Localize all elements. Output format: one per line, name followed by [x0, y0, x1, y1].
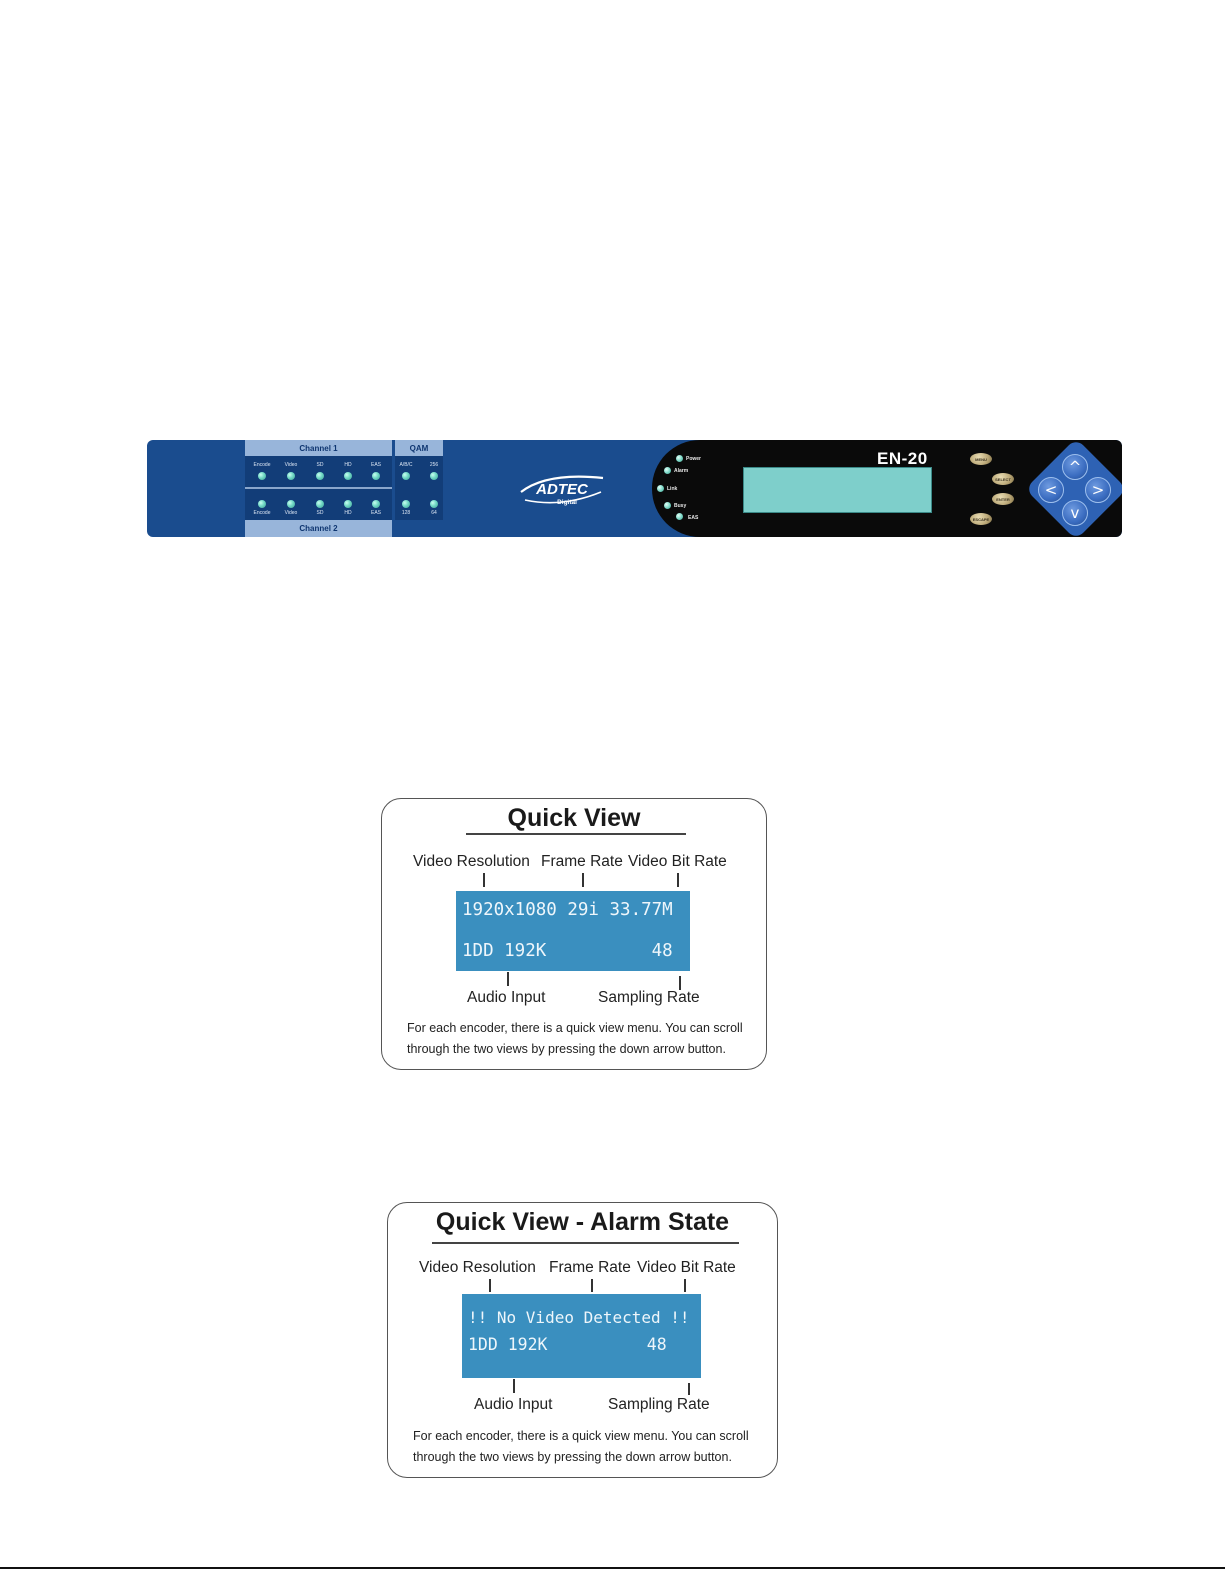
frame-rate-label: Frame Rate: [549, 1259, 631, 1276]
alarm-label: Alarm: [674, 468, 689, 474]
ch1-led-label: Video: [284, 462, 298, 468]
link-label: Link: [667, 486, 678, 492]
ch2-encode-led: [258, 500, 266, 508]
qam-led-label: 128: [401, 510, 411, 516]
right-arrow-button[interactable]: >: [1085, 477, 1111, 503]
description-line-1: For each encoder, there is a quick view …: [407, 1021, 743, 1035]
ch2-hd-led: [344, 500, 352, 508]
lcd-line-2: 1DD 192K 48: [468, 1335, 667, 1354]
ch1-led-label: Encode: [253, 462, 271, 468]
ch1-led-label: SD: [316, 462, 324, 468]
sampling-rate-tick: [679, 976, 681, 990]
menu-button[interactable]: MENU: [970, 453, 992, 465]
alarm-view-box: Quick View - Alarm State Video Resolutio…: [387, 1202, 778, 1478]
description-line-2: through the two views by pressing the do…: [413, 1450, 732, 1464]
title-underline: [466, 833, 686, 835]
video-bit-rate-label: Video Bit Rate: [637, 1259, 736, 1276]
eas-label: EAS: [688, 515, 699, 521]
adtec-logo: ADTEC Digital: [520, 475, 604, 506]
video-bit-rate-label: Video Bit Rate: [628, 853, 727, 870]
audio-input-label: Audio Input: [474, 1396, 553, 1413]
frame-rate-tick: [582, 873, 584, 887]
audio-input-label: Audio Input: [467, 989, 546, 1006]
alarm-view-title: Quick View - Alarm State: [435, 1208, 730, 1236]
power-label: Power: [686, 456, 702, 462]
logo-wordmark: ADTEC: [535, 481, 589, 498]
bit-rate-tick: [677, 873, 679, 887]
panel-lcd-display: [743, 467, 932, 513]
frame-rate-label: Frame Rate: [541, 853, 623, 870]
ch2-led-label: SD: [316, 510, 324, 516]
power-led: [676, 455, 683, 462]
alarm-led: [664, 467, 671, 474]
busy-label: Busy: [674, 503, 687, 509]
qam-led-area: [395, 456, 443, 520]
up-arrow-button[interactable]: ^: [1062, 454, 1088, 480]
qam-abc-led: [402, 472, 410, 480]
escape-button[interactable]: ESCAPE: [970, 513, 992, 525]
ch2-led-label: HD: [344, 510, 352, 516]
description-line-2: through the two views by pressing the do…: [407, 1042, 726, 1056]
video-resolution-label: Video Resolution: [419, 1259, 536, 1276]
qam-64-led: [430, 500, 438, 508]
ch2-video-led: [287, 500, 295, 508]
audio-input-tick: [507, 972, 509, 986]
logo-subtext: Digital: [557, 499, 577, 506]
lcd-line-1: 1920x1080 29i 33.77M: [462, 900, 673, 920]
ch2-sd-led: [316, 500, 324, 508]
lcd-line-1: !! No Video Detected !!: [468, 1308, 690, 1327]
eas-led: [676, 513, 683, 520]
resolution-tick: [483, 873, 485, 887]
ch1-led-label: HD: [344, 462, 352, 468]
description-line-1: For each encoder, there is a quick view …: [413, 1429, 749, 1443]
channel-divider: [245, 487, 392, 489]
resolution-tick: [489, 1279, 491, 1292]
sampling-rate-label: Sampling Rate: [608, 1396, 710, 1413]
qam-band: QAM: [395, 440, 443, 456]
quick-view-box: Quick View Video Resolution Frame Rate V…: [381, 798, 767, 1070]
lcd-line-2: 1DD 192K 48: [462, 941, 673, 961]
qam-led-label: A/B/C: [399, 462, 413, 468]
en20-front-panel: Channel 1 QAM Channel 2 Encode Video SD …: [147, 440, 1122, 537]
qam-led-label: 64: [431, 510, 437, 516]
frame-rate-tick: [591, 1279, 593, 1292]
ch1-hd-led: [344, 472, 352, 480]
qam-128-led: [402, 500, 410, 508]
channel2-band: Channel 2: [245, 520, 392, 537]
page-bottom-rule: [0, 1567, 1225, 1569]
ch1-encode-led: [258, 472, 266, 480]
quick-view-title: Quick View: [507, 804, 641, 832]
alarm-view-lcd: !! No Video Detected !! 1DD 192K 48: [462, 1294, 701, 1378]
busy-led: [664, 502, 671, 509]
ch1-eas-led: [372, 472, 380, 480]
model-name: EN-20: [877, 449, 928, 468]
qam-led-label: 256: [429, 462, 439, 468]
ch2-led-label: Video: [284, 510, 298, 516]
down-arrow-button[interactable]: v: [1062, 500, 1088, 526]
sampling-rate-tick: [688, 1383, 690, 1395]
ch1-led-label: EAS: [370, 462, 381, 468]
ch2-led-label: EAS: [370, 510, 381, 516]
quick-view-lcd: 1920x1080 29i 33.77M 1DD 192K 48: [456, 891, 690, 971]
select-button[interactable]: SELECT: [992, 473, 1014, 485]
ch1-sd-led: [316, 472, 324, 480]
enter-button[interactable]: ENTER: [992, 493, 1014, 505]
qam-256-led: [430, 472, 438, 480]
ch2-led-label: Encode: [253, 510, 271, 516]
ch2-eas-led: [372, 500, 380, 508]
left-arrow-button[interactable]: <: [1038, 477, 1064, 503]
bit-rate-tick: [684, 1279, 686, 1292]
link-led: [657, 485, 664, 492]
video-resolution-label: Video Resolution: [413, 853, 530, 870]
title-underline: [432, 1242, 739, 1244]
channel1-band: Channel 1: [245, 440, 392, 456]
sampling-rate-label: Sampling Rate: [598, 989, 700, 1006]
audio-input-tick: [513, 1379, 515, 1393]
ch1-video-led: [287, 472, 295, 480]
